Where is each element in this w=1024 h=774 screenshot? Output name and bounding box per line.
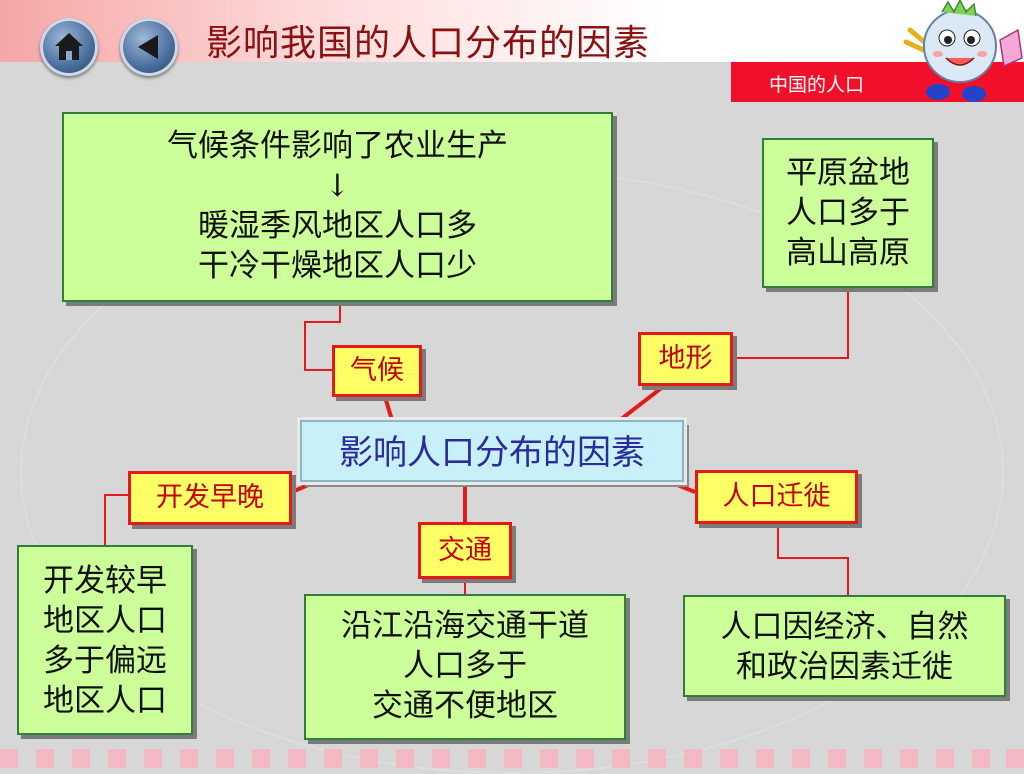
footer-stripe — [324, 749, 342, 768]
footer-stripe — [540, 749, 558, 768]
footer-stripe — [1006, 749, 1024, 768]
footer-stripe — [36, 749, 54, 768]
factor-tag-development: 开发早晚 — [128, 471, 292, 525]
footer-stripe — [216, 749, 234, 768]
factor-tag-climate: 气候 — [332, 345, 422, 397]
development-detail-line-2: 地区人口 — [43, 603, 167, 639]
footer-stripe — [648, 749, 666, 768]
footer-stripe — [288, 749, 306, 768]
footer-stripe — [828, 749, 846, 768]
transport-detail-box: 沿江沿海交通干道 人口多于 交通不便地区 — [304, 594, 626, 740]
footer-stripe — [468, 749, 486, 768]
footer-stripe — [612, 749, 630, 768]
footer-stripe — [396, 749, 414, 768]
section-label: 中国的人口 — [769, 74, 865, 96]
terrain-detail-box: 平原盆地 人口多于 高山高原 — [762, 138, 934, 288]
home-icon — [55, 33, 83, 60]
footer-stripe — [108, 749, 126, 768]
transport-detail-line-1: 沿江沿海交通干道 — [341, 608, 589, 644]
development-detail-box: 开发较早 地区人口 多于偏远 地区人口 — [17, 545, 193, 735]
transport-detail-line-3: 交通不便地区 — [372, 688, 558, 724]
footer-stripe — [180, 749, 198, 768]
footer-stripe — [504, 749, 522, 768]
footer-stripe — [252, 749, 270, 768]
transport-detail-line-2: 人口多于 — [403, 648, 527, 684]
footer-stripe — [576, 749, 594, 768]
development-detail-line-4: 地区人口 — [43, 683, 167, 719]
migration-detail-line-1: 人口因经济、自然 — [720, 609, 969, 645]
footer-stripe — [360, 749, 378, 768]
factor-tag-terrain: 地形 — [638, 332, 733, 386]
home-button[interactable] — [40, 18, 98, 76]
slide-title: 影响我国的人口分布的因素 — [206, 23, 651, 64]
footer-stripe — [900, 749, 918, 768]
climate-detail-line-1: 气候条件影响了农业生产 — [167, 128, 508, 164]
migration-detail-line-2: 和政治因素迁徙 — [736, 649, 953, 685]
terrain-detail-line-3: 高山高原 — [786, 235, 910, 271]
footer-stripe — [864, 749, 882, 768]
footer-stripe — [792, 749, 810, 768]
climate-detail-line-3: 干冷干燥地区人口少 — [198, 248, 477, 284]
back-button[interactable] — [120, 18, 178, 76]
footer-stripe — [936, 749, 954, 768]
footer-stripe — [72, 749, 90, 768]
terrain-detail-line-2: 人口多于 — [786, 195, 910, 231]
development-detail-line-3: 多于偏远 — [43, 643, 167, 679]
terrain-detail-line-1: 平原盆地 — [786, 155, 910, 191]
climate-detail-box: 气候条件影响了农业生产 ↓ 暖湿季风地区人口多 干冷干燥地区人口少 — [62, 112, 613, 302]
footer-stripe — [684, 749, 702, 768]
footer-stripe — [432, 749, 450, 768]
down-arrow: ↓ — [324, 168, 351, 204]
development-detail-line-1: 开发较早 — [43, 563, 167, 599]
factor-tag-transport: 交通 — [418, 522, 512, 579]
migration-detail-box: 人口因经济、自然 和政治因素迁徙 — [683, 595, 1006, 697]
climate-detail-line-2: 暖湿季风地区人口多 — [198, 208, 477, 244]
cartoon-mascot — [903, 0, 1023, 102]
back-arrow-icon — [138, 35, 158, 59]
footer-stripe — [144, 749, 162, 768]
central-topic: 影响人口分布的因素 — [300, 420, 684, 482]
footer-stripe — [0, 749, 18, 768]
footer-stripe — [972, 749, 990, 768]
footer-stripe — [720, 749, 738, 768]
factor-tag-migration: 人口迁徙 — [695, 470, 858, 524]
footer-stripe — [756, 749, 774, 768]
